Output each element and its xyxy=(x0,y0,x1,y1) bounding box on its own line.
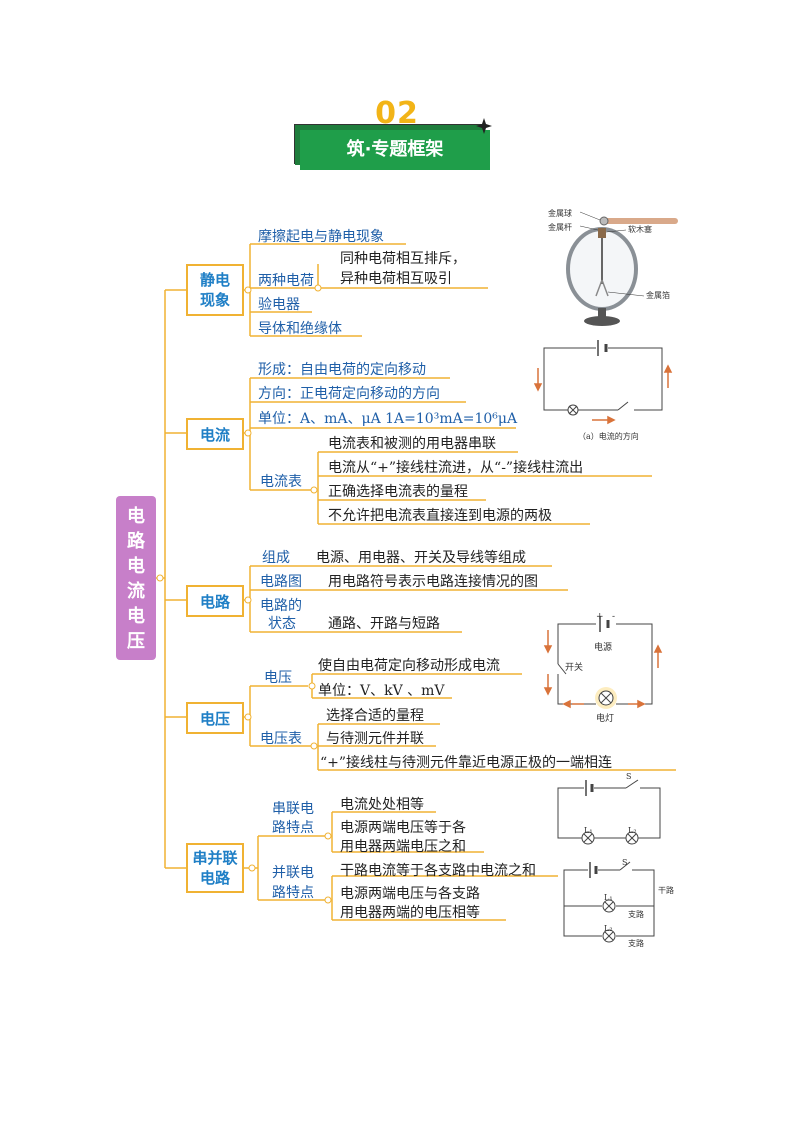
parallel-label-trunk: 干路 xyxy=(658,886,674,895)
root-node: 电路电流电压 xyxy=(116,496,156,660)
static-item-2: 两种电荷 xyxy=(258,273,314,289)
current-form: 形成：自由电荷的定向移动 xyxy=(258,362,426,378)
ammeter-item-3: 正确选择电流表的量程 xyxy=(328,484,468,500)
circuit-parts-figure xyxy=(543,616,663,709)
parallel-label-2: 路特点 xyxy=(272,885,314,901)
node-static-title: 静电现象 xyxy=(199,271,230,309)
series-item-3: 用电器两端电压之和 xyxy=(340,839,466,855)
parallel-circuit-figure xyxy=(563,861,655,943)
ammeter-item-1: 电流表和被测的用电器串联 xyxy=(328,436,496,452)
parallel-label-1: 并联电 xyxy=(272,865,314,881)
parallel-label-l2: L₂ xyxy=(604,924,613,933)
node-voltage: 电压 xyxy=(186,702,244,734)
series-label-switch: S xyxy=(626,772,632,781)
circuit-state-label-2: 状态 xyxy=(268,616,296,632)
node-series-parallel: 串并联电路 xyxy=(186,843,244,893)
circuit-label-switch: 开关 xyxy=(565,663,584,673)
voltage-label: 电压 xyxy=(264,670,292,686)
circuit-state: 通路、开路与短路 xyxy=(328,616,440,632)
node-series-parallel-title: 串并联电路 xyxy=(192,849,238,887)
charges-detail-2: 异种电荷相互吸引 xyxy=(340,271,452,287)
static-item-1: 摩擦起电与静电现象 xyxy=(258,229,384,245)
static-item-4: 导体和绝缘体 xyxy=(258,321,342,337)
voltmeter-item-1: 选择合适的量程 xyxy=(326,708,424,724)
circuit-composition: 电源、用电器、开关及导线等组成 xyxy=(316,550,526,566)
series-label-l1: L₁ xyxy=(584,826,593,835)
node-circuit: 电路 xyxy=(186,585,244,617)
circuit-label-source: 电源 xyxy=(594,643,613,653)
electroscope-label-cork: 软木塞 xyxy=(628,225,652,234)
voltage-item-2: 单位：V、kV 、mV xyxy=(318,683,445,699)
root-title: 电路电流电压 xyxy=(127,506,145,652)
series-item-1: 电流处处相等 xyxy=(340,797,424,813)
sparkle-icon xyxy=(476,118,492,134)
circuit-composition-label: 组成 xyxy=(262,550,290,566)
voltmeter-item-2: 与待测元件并联 xyxy=(326,731,424,747)
current-direction-figure xyxy=(534,340,673,425)
ammeter-item-4: 不允许把电流表直接连到电源的两极 xyxy=(328,508,552,524)
parallel-label-l1: L₁ xyxy=(604,893,613,902)
ammeter-item-2: 电流从“+”接线柱流进，从“-”接线柱流出 xyxy=(328,460,584,476)
circuit-plus-sign: + xyxy=(596,612,604,622)
circuit-diagram: 用电路符号表示电路连接情况的图 xyxy=(328,574,538,590)
parallel-item-3: 用电器两端的电压相等 xyxy=(340,905,480,921)
current-direction-caption: （a）电流的方向 xyxy=(578,432,639,441)
electroscope-label-foil: 金属箔 xyxy=(646,291,670,300)
node-current: 电流 xyxy=(186,418,244,450)
series-label-1: 串联电 xyxy=(272,801,314,817)
circuit-label-lamp: 电灯 xyxy=(596,714,615,724)
node-static: 静电现象 xyxy=(186,264,244,316)
electroscope-label-ball: 金属球 xyxy=(548,209,572,218)
circuit-state-label-1: 电路的 xyxy=(260,598,302,614)
circuit-diagram-label: 电路图 xyxy=(260,574,302,590)
charges-detail-1: 同种电荷相互排斥， xyxy=(340,251,466,267)
voltage-item-1: 使自由电荷定向移动形成电流 xyxy=(318,658,500,674)
electroscope-label-rod: 金属杆 xyxy=(548,223,572,232)
voltmeter-label: 电压表 xyxy=(260,731,302,747)
section-title: 筑·专题框架 xyxy=(300,130,490,170)
current-direction: 方向：正电荷定向移动的方向 xyxy=(258,386,440,402)
circuit-minus-sign: - xyxy=(612,612,616,622)
parallel-label-branch-2: 支路 xyxy=(628,939,644,948)
ammeter-label: 电流表 xyxy=(260,474,302,490)
series-circuit-figure xyxy=(557,779,661,845)
static-item-3: 验电器 xyxy=(258,297,300,313)
series-label-l2: L₂ xyxy=(628,826,637,835)
parallel-item-2: 电源两端电压与各支路 xyxy=(340,886,480,902)
voltmeter-item-3: “+”接线柱与待测元件靠近电源正极的一端相连 xyxy=(320,755,613,771)
parallel-label-branch-1: 支路 xyxy=(628,910,644,919)
series-label-2: 路特点 xyxy=(272,820,314,836)
parallel-item-1: 干路电流等于各支路中电流之和 xyxy=(340,863,536,879)
electroscope-figure xyxy=(566,211,678,326)
series-item-2: 电源两端电压等于各 xyxy=(340,820,466,836)
parallel-label-switch: S xyxy=(622,858,628,867)
current-unit: 单位：A、mA、μA 1A=10³mA=10⁶μA xyxy=(258,411,518,427)
